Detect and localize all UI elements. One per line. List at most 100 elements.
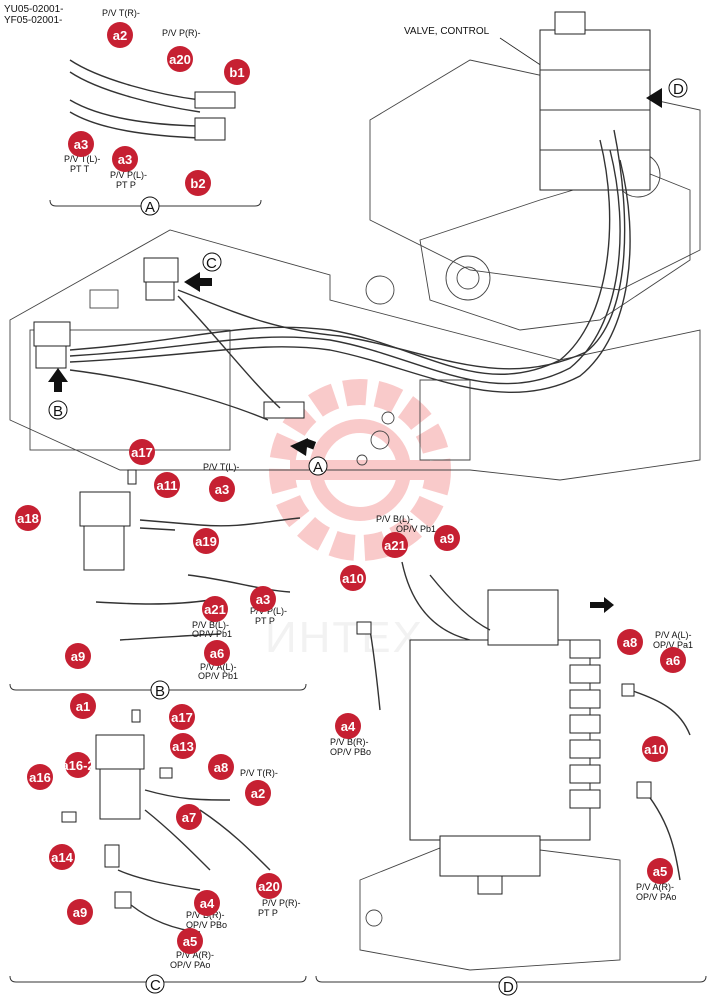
label-op-pb1-d: OP/V Pb1	[396, 524, 436, 534]
callout-a2[interactable]: a2	[107, 22, 133, 48]
callout-a21-d[interactable]: a21	[382, 532, 408, 558]
label-pv-al-d: P/V A(L)-	[655, 630, 692, 640]
svg-text:a5: a5	[653, 864, 667, 879]
callout-a16-2[interactable]: a16-2	[61, 752, 95, 778]
label-pt-p-b: PT P	[255, 616, 275, 626]
section-letter-a: A	[145, 199, 155, 216]
svg-text:a8: a8	[214, 760, 228, 775]
label-op-pao-d: OP/V PAo	[636, 892, 676, 902]
svg-text:a9: a9	[440, 531, 454, 546]
svg-text:a4: a4	[200, 896, 215, 911]
label-pv-pr-a: P/V P(R)-	[162, 28, 201, 38]
label-pv-tr-a: P/V T(R)-	[102, 8, 140, 18]
callout-a14[interactable]: a14	[49, 844, 75, 870]
arrow-label-c: C	[206, 255, 217, 272]
callout-a19[interactable]: a19	[193, 528, 219, 554]
svg-text:a3: a3	[215, 482, 229, 497]
label-pv-bl-d: P/V B(L)-	[376, 514, 413, 524]
serial-code-1: YU05-02001-	[4, 4, 63, 15]
callout-a3-b2[interactable]: a3	[250, 586, 276, 612]
svg-text:a16-2: a16-2	[61, 758, 94, 773]
callout-a4-d[interactable]: a4	[335, 713, 361, 739]
svg-text:a3: a3	[118, 152, 132, 167]
label-op-pb1-b: OP/V Pb1	[192, 629, 232, 639]
callout-a2-c[interactable]: a2	[245, 780, 271, 806]
svg-text:a5: a5	[183, 934, 197, 949]
callout-a3-a2[interactable]: a3	[112, 146, 138, 172]
view-arrow-c: C	[184, 252, 222, 292]
svg-text:b1: b1	[229, 65, 244, 80]
svg-text:a17: a17	[171, 710, 193, 725]
callout-a9-c[interactable]: a9	[67, 899, 93, 925]
label-pv-al-b: P/V A(L)-	[200, 662, 237, 672]
svg-text:a10: a10	[342, 571, 364, 586]
view-arrow-b: B	[48, 368, 68, 420]
label-pv-br-d: P/V B(R)-	[330, 737, 369, 747]
svg-text:a6: a6	[666, 653, 680, 668]
callout-a9-b[interactable]: a9	[65, 643, 91, 669]
label-pv-pl-b: P/V P(L)-	[250, 606, 287, 616]
main-assembly-view	[9, 11, 701, 481]
callout-b1[interactable]: b1	[224, 59, 250, 85]
svg-text:a21: a21	[204, 602, 226, 617]
callout-a16[interactable]: a16	[27, 764, 53, 790]
callout-a21-b[interactable]: a21	[202, 596, 228, 622]
pilot-valve-c-main	[143, 257, 179, 283]
callout-a17-c[interactable]: a17	[169, 704, 195, 730]
flow-arrow-icon	[590, 597, 614, 613]
svg-text:a1: a1	[76, 699, 90, 714]
svg-text:a2: a2	[113, 28, 127, 43]
callout-a20-c[interactable]: a20	[256, 873, 282, 899]
svg-text:a20: a20	[169, 52, 191, 67]
callout-a8-c[interactable]: a8	[208, 754, 234, 780]
callout-a17-b[interactable]: a17	[129, 439, 155, 465]
svg-text:a8: a8	[623, 635, 637, 650]
callout-a18[interactable]: a18	[15, 505, 41, 531]
callout-a10-d1[interactable]: a10	[340, 565, 366, 591]
svg-text:a3: a3	[74, 137, 88, 152]
label-pv-ar-c: P/V A(R)-	[176, 950, 214, 960]
svg-text:a9: a9	[73, 905, 87, 920]
arrow-label-a: A	[313, 459, 323, 476]
svg-text:a6: a6	[210, 646, 224, 661]
callout-a13[interactable]: a13	[170, 733, 196, 759]
callout-a10-d2[interactable]: a10	[642, 736, 668, 762]
control-valve-body-d	[409, 639, 591, 841]
detail-section-b: P/V T(L)- P/V P(L)- PT P P/V B(L)- OP/V …	[9, 462, 307, 700]
callout-a8-d[interactable]: a8	[617, 629, 643, 655]
label-pv-tr-c: P/V T(R)-	[240, 768, 278, 778]
svg-text:a21: a21	[384, 538, 406, 553]
callout-a5-d[interactable]: a5	[647, 858, 673, 884]
serial-code-2: YF05-02001-	[4, 15, 62, 26]
callout-a9-d[interactable]: a9	[434, 525, 460, 551]
label-pv-tl-a: P/V T(L)-	[64, 154, 100, 164]
callout-a7[interactable]: a7	[176, 804, 202, 830]
component-title: VALVE, CONTROL	[404, 26, 490, 37]
callout-a6-d[interactable]: a6	[660, 647, 686, 673]
callout-a3-b1[interactable]: a3	[209, 476, 235, 502]
pilot-block-a	[194, 91, 236, 109]
callout-a20[interactable]: a20	[167, 46, 193, 72]
svg-text:a3: a3	[256, 592, 270, 607]
label-pt-t-a: PT T	[70, 164, 90, 174]
detail-section-c: P/V T(R)- P/V P(R)- PT P P/V B(R)- OP/V …	[9, 709, 307, 994]
callout-a1[interactable]: a1	[70, 693, 96, 719]
view-arrow-a: A	[290, 438, 328, 476]
callout-layer: a2 a20 b1 a3 a3 b2 a17 a11 a3 a18 a19 a3…	[15, 22, 686, 954]
label-op-pbo-d: OP/V PBo	[330, 747, 371, 757]
callout-a3-a1[interactable]: a3	[68, 131, 94, 157]
callout-a5-c[interactable]: a5	[177, 928, 203, 954]
label-pt-p-a: PT P	[116, 180, 136, 190]
label-pv-pr-c: P/V P(R)-	[262, 898, 301, 908]
callout-b2[interactable]: b2	[185, 170, 211, 196]
arrow-label-d: D	[673, 81, 684, 98]
section-letter-d: D	[503, 979, 514, 996]
svg-text:a2: a2	[251, 786, 265, 801]
callout-a4-c[interactable]: a4	[194, 890, 220, 916]
view-arrow-d: D	[646, 78, 688, 108]
callout-a6-b[interactable]: a6	[204, 640, 230, 666]
pilot-valve-c	[95, 734, 145, 770]
detail-section-a: P/V T(R)- P/V P(R)- P/V T(L)- PT T P/V P…	[49, 8, 262, 216]
callout-a11[interactable]: a11	[154, 472, 180, 498]
svg-text:a9: a9	[71, 649, 85, 664]
